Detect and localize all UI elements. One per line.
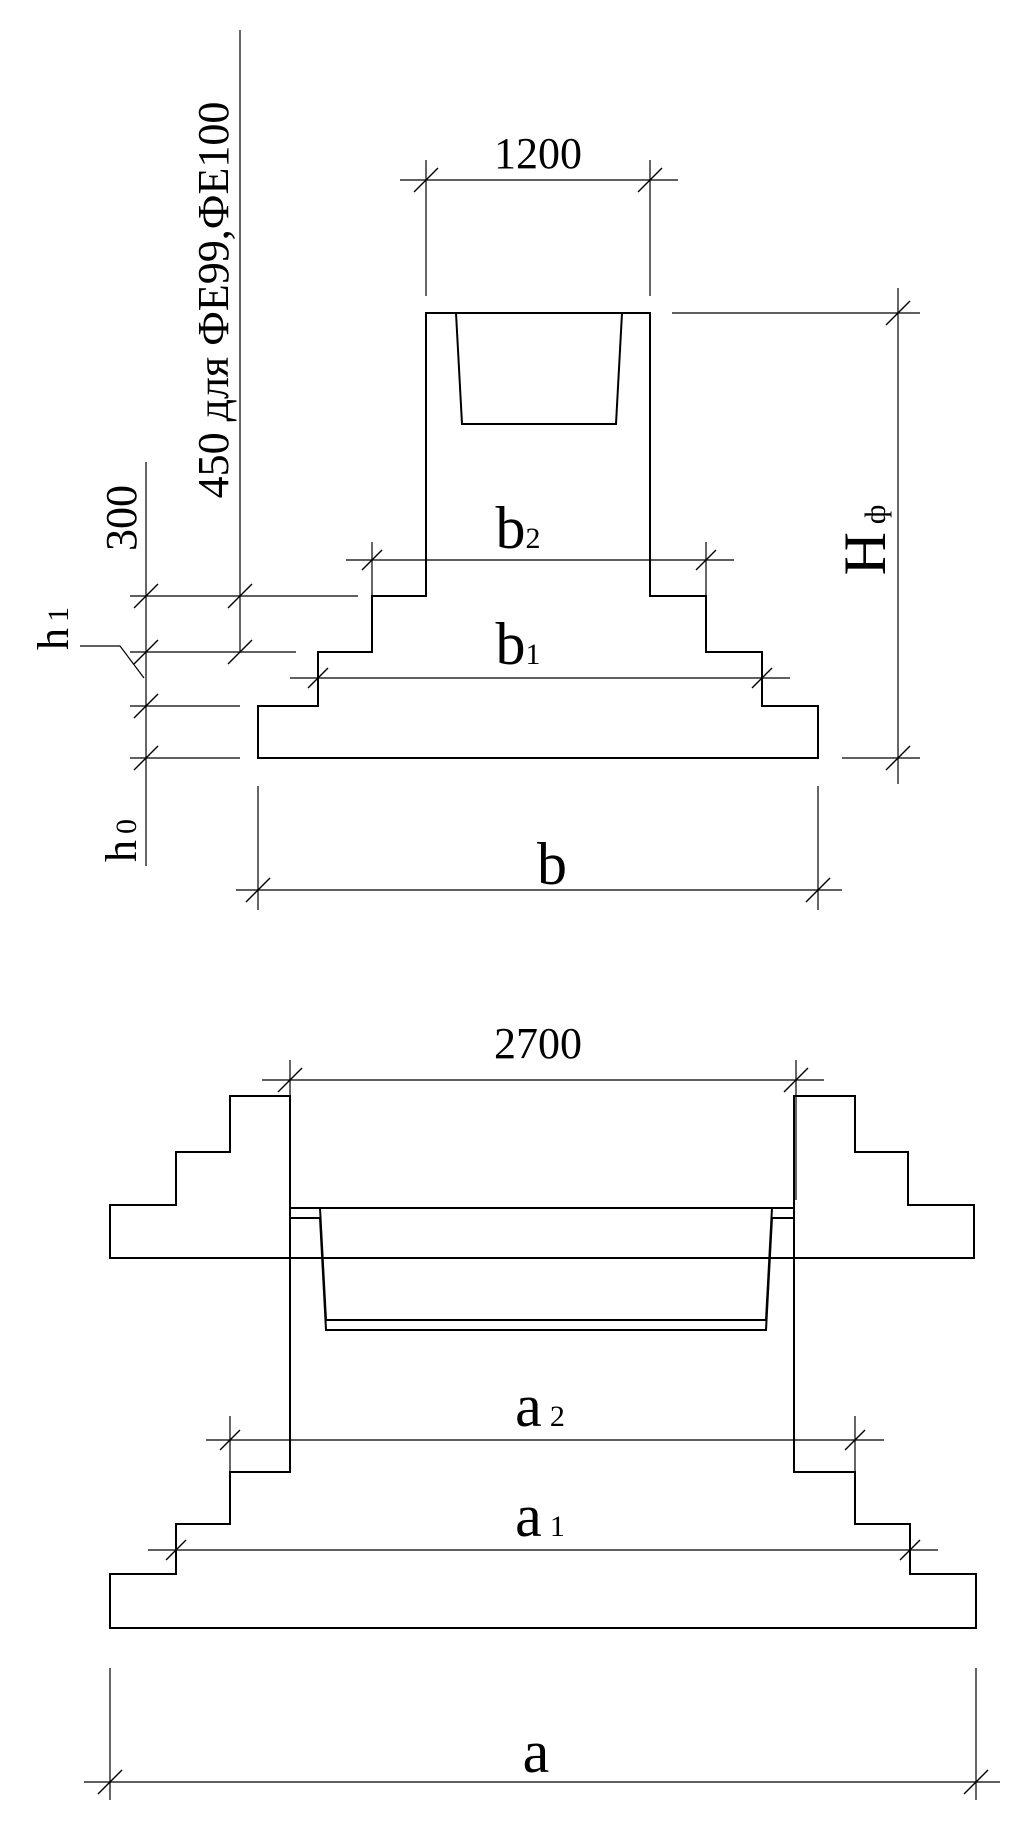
bottom-column-walls-shown — [289, 1207, 795, 1219]
label-h1-main: h — [29, 628, 78, 650]
label-h1: h1 — [29, 607, 78, 650]
label-b1-main: b — [496, 611, 526, 677]
label-a1-sub: 1 — [550, 1510, 565, 1543]
label-b2-main: b — [496, 495, 526, 561]
label-hf: Hф — [832, 505, 898, 576]
label-h0-sub: 0 — [110, 819, 143, 834]
label-b1-sub: 1 — [526, 638, 541, 671]
bottom-column-seen — [289, 1207, 795, 1331]
label-hf-sub: ф — [859, 505, 892, 524]
label-b2: b2 — [496, 495, 541, 561]
top-labels: 1200 b2 b1 b Hф 300 450 для ФЕ99,ФЕ100 h… — [29, 102, 898, 897]
label-h0: h0 — [97, 819, 146, 862]
label-hf-main: H — [832, 532, 898, 575]
bottom-column-full-walls — [289, 1207, 795, 1219]
label-b: b — [537, 831, 567, 897]
dim-2700-label: 2700 — [494, 1019, 582, 1068]
label-b1: b1 — [496, 611, 541, 677]
label-a: a — [523, 1719, 550, 1785]
label-h0-main: h — [97, 840, 146, 862]
bottom-dimension-lines — [84, 1060, 1000, 1800]
label-300: 300 — [97, 485, 146, 551]
bottom-view-drawing — [289, 1207, 795, 1219]
label-a2-main: a — [515, 1373, 542, 1439]
bottom-foundation-rendered — [109, 1095, 975, 1259]
label-a1-main: a — [515, 1483, 542, 1549]
label-b2-sub: 2 — [526, 522, 541, 555]
top-dimension-lines — [80, 30, 920, 910]
dim-1200-label: 1200 — [494, 129, 582, 178]
label-450: 450 для ФЕ99,ФЕ100 — [189, 102, 238, 499]
label-h1-sub: 1 — [42, 607, 75, 622]
bottom-main-outline — [109, 1207, 977, 1629]
label-a2-sub: 2 — [550, 1400, 565, 1433]
